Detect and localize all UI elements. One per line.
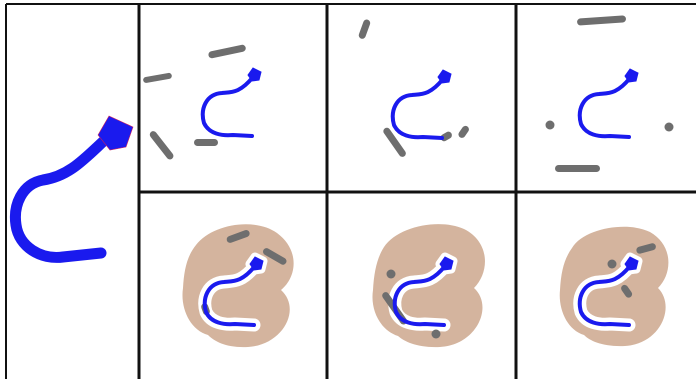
mini-tool <box>393 70 451 138</box>
obstacle-bar <box>148 130 174 161</box>
obstacle-bar <box>194 139 218 146</box>
reference-tool-panel <box>15 116 133 257</box>
obstacle-dot <box>665 123 674 132</box>
large-tool-handle <box>15 137 108 257</box>
obstacle-dot <box>387 270 396 279</box>
obstacle-dot <box>608 260 617 269</box>
obstacle-bar <box>382 126 407 158</box>
bottom-panel-1 <box>182 224 293 347</box>
bottom-panel-2 <box>372 224 485 347</box>
obstacle-bar <box>457 125 470 140</box>
obstacle-dot <box>432 330 441 339</box>
obstacle-bar <box>555 165 600 172</box>
top-panel-3 <box>546 15 674 172</box>
obstacle-bar <box>577 15 626 25</box>
mini-tool <box>580 69 638 137</box>
mini-tool <box>203 68 261 136</box>
bottom-panel-3 <box>560 227 669 346</box>
top-panel-2 <box>358 19 471 159</box>
obstacle-bar <box>358 19 371 40</box>
obstacle-dot <box>546 121 555 130</box>
obstacle-bar <box>208 44 247 59</box>
obstacle-bar <box>143 72 173 83</box>
top-panel-1 <box>143 44 261 161</box>
